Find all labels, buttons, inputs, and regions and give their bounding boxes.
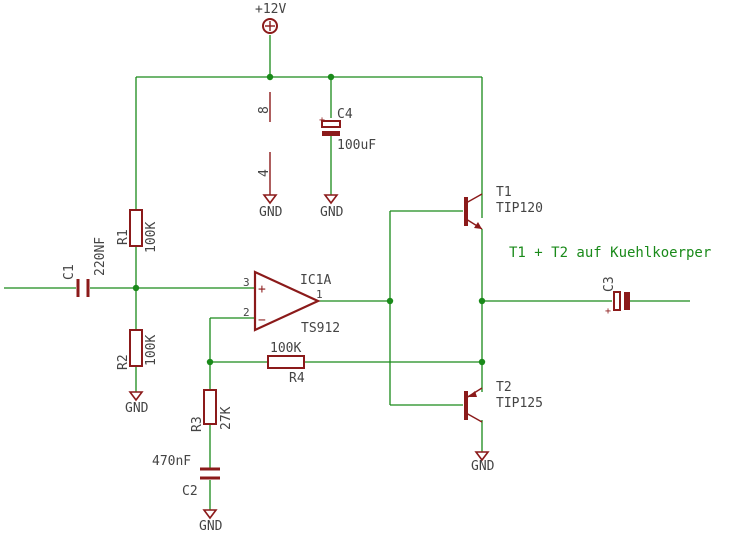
t1-emitter-arrow-icon: [474, 222, 482, 229]
ground-symbols: GND GND GND GND GND: [125, 194, 495, 534]
wires: [4, 35, 690, 510]
r1-body: [129, 209, 143, 247]
capacitor-c4: + C4 100uF: [319, 107, 376, 153]
r3-name: R3: [190, 416, 205, 432]
opamp-minus-sign: −: [258, 313, 266, 328]
t1-value: TIP120: [496, 201, 543, 216]
junction-dot: [327, 73, 335, 81]
gnd-label: GND: [471, 459, 495, 474]
junction-dot: [206, 358, 214, 366]
pin3-label: 3: [243, 276, 250, 289]
pin2-label: 2: [243, 306, 250, 319]
resistor-r4: 100K R4: [267, 341, 305, 386]
c3-plus-sign: +: [605, 306, 611, 317]
t2-name: T2: [496, 380, 512, 395]
r2-body: [129, 329, 143, 367]
c2-name: C2: [182, 484, 198, 499]
r1-value: 100K: [144, 222, 159, 253]
c4-plate-negative: [322, 131, 340, 136]
ic-name: IC1A: [300, 273, 331, 288]
ground-icon: [474, 451, 490, 462]
resistor-r3: R3 27K: [190, 389, 234, 432]
pin8-label: 8: [257, 106, 272, 114]
supply-circle-icon: [262, 18, 278, 34]
ground-icon: [128, 391, 144, 402]
capacitor-c3: + C3: [602, 276, 630, 317]
r4-body: [267, 355, 305, 369]
c1-name: C1: [62, 264, 77, 280]
c3-plate-negative: [624, 292, 630, 310]
t2-value: TIP125: [496, 396, 543, 411]
t1-collector-lead: [465, 193, 483, 204]
pin4-label: 4: [257, 169, 272, 177]
gnd-label: GND: [320, 205, 344, 220]
opamp-ic1a: + − 3 2 1 IC1A TS912: [243, 270, 340, 336]
ground-icon: [202, 509, 218, 520]
gnd-label: GND: [259, 205, 283, 220]
heatsink-note: T1 + T2 auf Kuehlkoerper: [509, 245, 711, 261]
c4-plus-sign: +: [319, 115, 325, 126]
transistor-t1: T1 TIP120: [464, 185, 543, 230]
junction-dot: [478, 358, 486, 366]
pin1-label: 1: [316, 288, 323, 301]
c4-value: 100uF: [337, 138, 376, 153]
c3-plate-positive: [613, 291, 621, 311]
t1-name: T1: [496, 185, 512, 200]
r3-value: 27K: [219, 406, 234, 430]
c1-value: 220NF: [93, 237, 108, 276]
opamp-triangle: [253, 270, 321, 332]
transistor-t2: T2 TIP125: [464, 380, 543, 423]
r1-name: R1: [116, 229, 131, 245]
r4-value: 100K: [270, 341, 301, 356]
capacitor-c1: C1 220NF: [62, 237, 108, 297]
gnd-label: GND: [125, 401, 149, 416]
supply-symbol: +12V: [255, 2, 286, 34]
ground-icon: [323, 194, 339, 205]
junction-dot: [266, 73, 274, 81]
r2-value: 100K: [144, 335, 159, 366]
c4-name: C4: [337, 107, 353, 122]
r4-name: R4: [289, 371, 305, 386]
c4-plate-positive: [321, 120, 341, 128]
junctions: [132, 73, 486, 366]
junction-dot: [132, 284, 140, 292]
opamp-plus-sign: +: [258, 282, 266, 297]
junction-dot: [386, 297, 394, 305]
junction-dot: [478, 297, 486, 305]
t2-collector-lead: [465, 412, 483, 423]
ic-value: TS912: [301, 321, 340, 336]
capacitor-c2: 470nF C2: [152, 454, 220, 499]
resistor-r1: R1 100K: [116, 209, 159, 253]
r2-name: R2: [116, 354, 131, 370]
supply-label: +12V: [255, 2, 286, 17]
gnd-label: GND: [199, 519, 223, 534]
t2-emitter-arrow-icon: [468, 391, 477, 397]
c2-value: 470nF: [152, 454, 191, 469]
r3-body: [203, 389, 217, 425]
resistor-r2: R2 100K: [116, 329, 159, 370]
ground-icon: [262, 194, 278, 205]
c3-name: C3: [602, 276, 617, 292]
ic-power-pins: 8 4: [257, 92, 272, 195]
